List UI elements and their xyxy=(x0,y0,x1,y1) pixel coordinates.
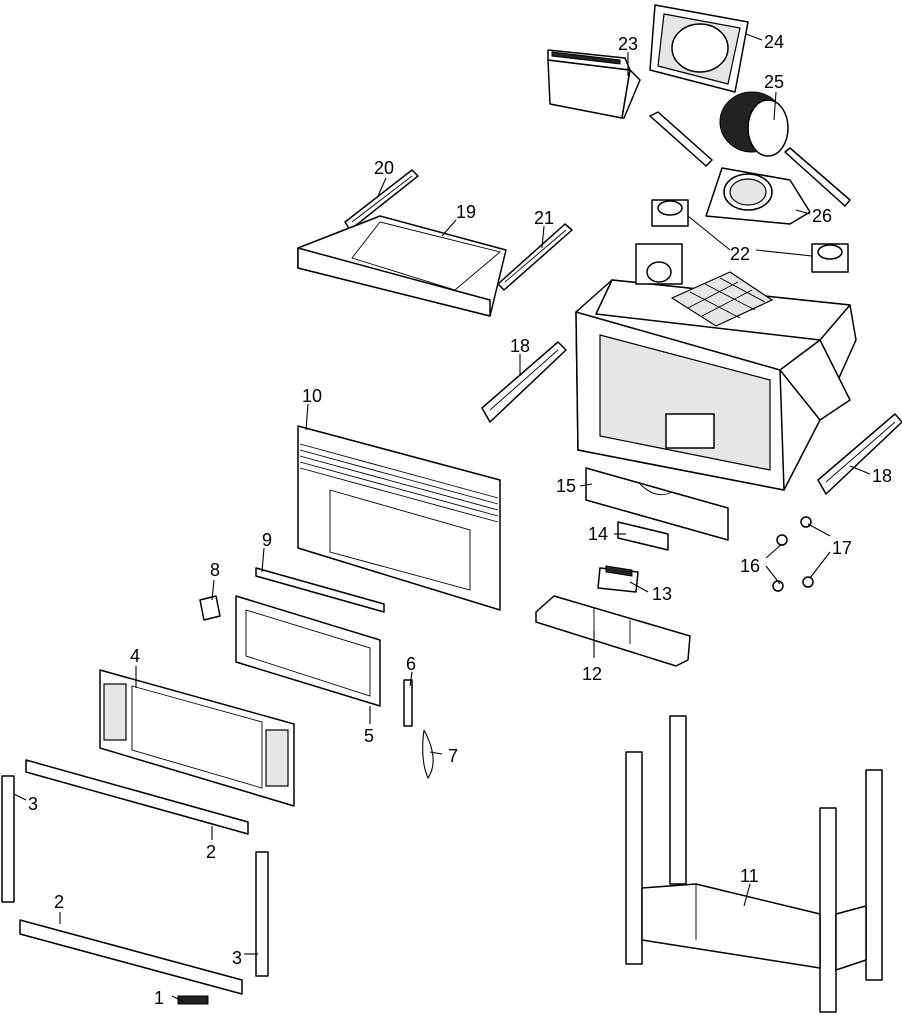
callout-14: 14 xyxy=(588,524,608,544)
part-22-collars xyxy=(651,199,849,273)
callout-5: 5 xyxy=(364,726,374,746)
callout-25: 25 xyxy=(764,72,784,92)
callout-21: 21 xyxy=(534,208,554,228)
callout-26: 26 xyxy=(812,206,832,226)
callout-19: 19 xyxy=(456,202,476,222)
callout-8: 8 xyxy=(210,560,220,580)
part-10-front-frame xyxy=(297,425,501,611)
part-21-bracket xyxy=(497,223,573,291)
part-20-bracket xyxy=(344,169,419,231)
part-2-trim-strips xyxy=(19,759,249,995)
callout-3: 3 xyxy=(28,794,38,814)
callout-2: 2 xyxy=(206,842,216,862)
part-6-latch xyxy=(403,679,413,727)
callout-9: 9 xyxy=(262,530,272,550)
callout-11: 11 xyxy=(740,866,759,886)
part-1-badge xyxy=(177,995,209,1005)
callout-20: 20 xyxy=(374,158,394,178)
part-13-clip xyxy=(597,565,639,593)
part-7-cord xyxy=(422,729,434,780)
part-19-mounting-plate xyxy=(297,215,507,317)
part-15-panel xyxy=(585,467,729,541)
part-4-door xyxy=(99,669,295,807)
callout-18: 18 xyxy=(872,466,892,486)
part-14-filter xyxy=(617,521,669,551)
part-5-door-frame xyxy=(235,595,381,707)
callout-16: 16 xyxy=(740,556,760,576)
part-3-side-trims xyxy=(1,775,269,977)
callout-labels: 1 2 2 3 3 4 5 6 7 8 9 10 11 12 13 14 15 … xyxy=(28,32,892,1008)
callout-12: 12 xyxy=(582,664,602,684)
callout-4: 4 xyxy=(130,646,140,666)
part-26-duct-transition xyxy=(705,167,811,225)
part-25-duct-ring xyxy=(719,91,789,157)
callout-13: 13 xyxy=(652,584,672,604)
part-12-tray xyxy=(535,595,691,667)
callout-15: 15 xyxy=(556,476,576,496)
leader-lines xyxy=(13,33,871,1003)
callout-23: 23 xyxy=(618,34,638,54)
part-18-side-rails xyxy=(481,341,902,495)
damper-rods xyxy=(649,111,851,207)
part-16-17-fasteners xyxy=(772,516,814,592)
callout-18: 18 xyxy=(510,336,530,356)
callout-2: 2 xyxy=(54,892,64,912)
callout-10: 10 xyxy=(302,386,322,406)
callout-17: 17 xyxy=(832,538,852,558)
callout-24: 24 xyxy=(764,32,784,52)
main-cabinet xyxy=(575,243,857,491)
part-11-stand xyxy=(625,715,883,1013)
part-23-damper-box xyxy=(547,49,641,119)
callout-7: 7 xyxy=(448,746,458,766)
part-9-strip xyxy=(255,567,385,613)
part-8-bracket xyxy=(199,595,221,621)
callout-3: 3 xyxy=(232,948,242,968)
part-24-duct-adapter xyxy=(649,4,749,93)
callout-22: 22 xyxy=(730,244,750,264)
callout-1: 1 xyxy=(154,988,164,1008)
callout-6: 6 xyxy=(406,654,416,674)
